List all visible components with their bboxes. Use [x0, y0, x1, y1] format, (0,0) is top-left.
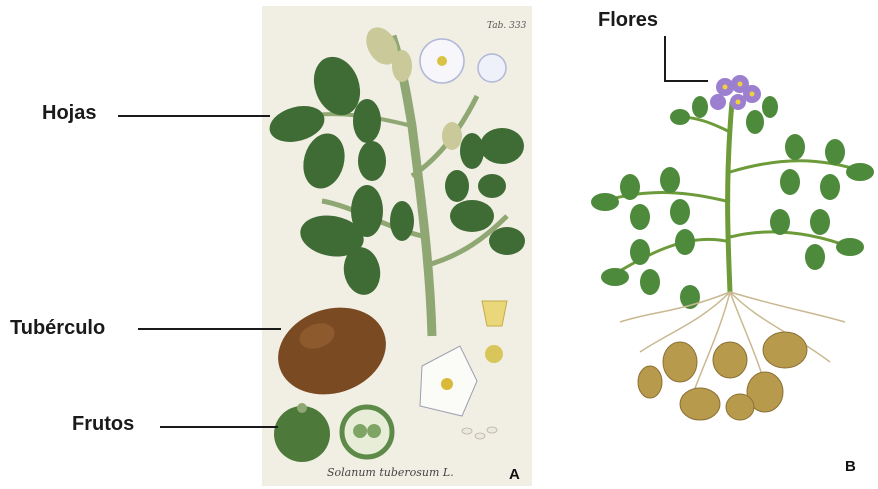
plate-number: Tab. 333 — [487, 21, 527, 31]
leader-line-flowers-horizontal — [664, 80, 708, 82]
leader-line-leaves — [118, 115, 270, 117]
plate-caption: Solanum tuberosum L. — [327, 466, 454, 479]
potato-plant-illustration — [580, 62, 878, 422]
panel-label-b: B — [845, 458, 856, 475]
leader-line-flowers-vertical — [664, 36, 666, 81]
label-tuber: Tubérculo — [10, 318, 105, 338]
botanical-plate-illustration: Tab. 333 Solanum tuberosum L. — [262, 6, 532, 486]
leader-line-fruits — [160, 426, 278, 428]
label-fruits: Frutos — [72, 414, 134, 434]
leader-line-tuber — [138, 328, 281, 330]
label-flowers: Flores — [598, 10, 658, 30]
panel-label-a: A — [509, 466, 520, 483]
label-leaves: Hojas — [42, 103, 96, 123]
